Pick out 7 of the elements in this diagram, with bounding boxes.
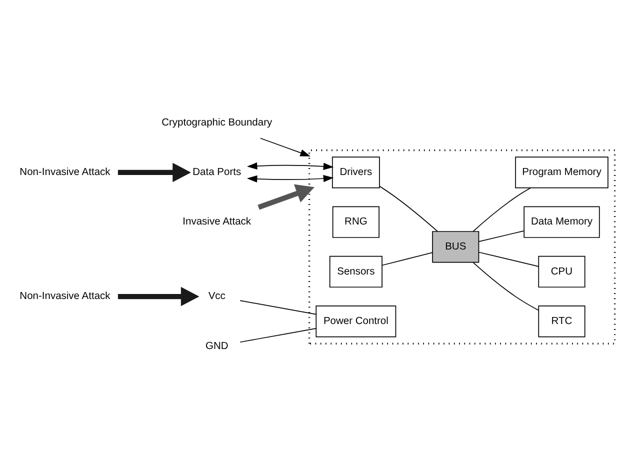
node-text: GND xyxy=(205,340,228,352)
node-text: Vcc xyxy=(208,291,226,302)
node-text: Non-Invasive Attack xyxy=(20,167,110,178)
node-text: Data Ports xyxy=(192,167,242,178)
node-text: Cryptographic Boundary xyxy=(162,117,272,128)
node-text: Non-Invasive Attack xyxy=(20,291,110,302)
node-text: Invasive Attack xyxy=(182,216,252,228)
